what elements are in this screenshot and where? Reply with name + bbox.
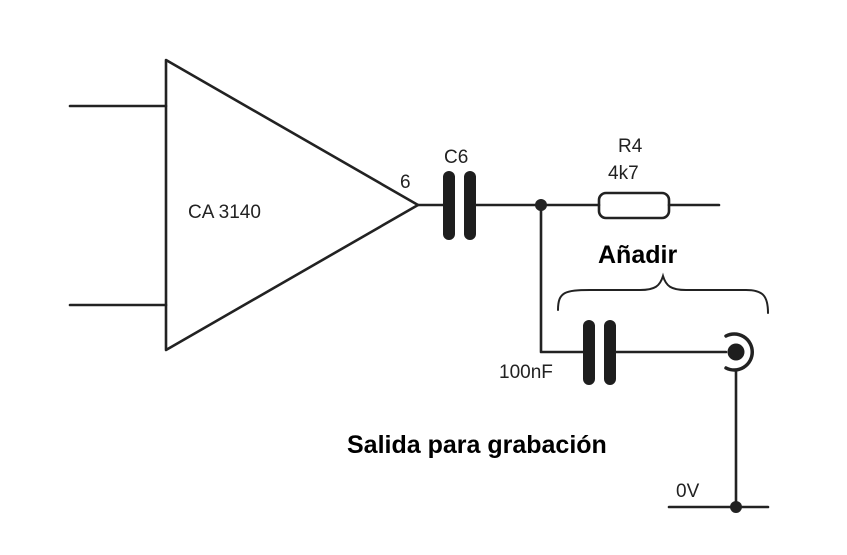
capacitor-100nf-label: 100nF	[499, 362, 553, 383]
ground-node	[730, 501, 742, 513]
resistor-r4-value: 4k7	[608, 163, 639, 184]
recording-output-caption: Salida para grabación	[347, 431, 607, 459]
capacitor-100nf	[583, 320, 616, 385]
capacitor-c6	[443, 171, 476, 240]
output-pin-label: 6	[400, 172, 411, 193]
capacitor-c6-label: C6	[444, 147, 468, 168]
ground-label: 0V	[676, 481, 700, 502]
op-amp-label: CA 3140	[188, 202, 261, 223]
op-amp-triangle	[164, 58, 420, 352]
resistor-r4-name: R4	[618, 136, 643, 157]
add-annotation: Añadir	[598, 241, 677, 269]
curly-brace	[557, 272, 769, 314]
output-jack-icon	[724, 332, 754, 372]
resistor-r4	[597, 191, 671, 220]
branch-wire	[539, 203, 588, 354]
